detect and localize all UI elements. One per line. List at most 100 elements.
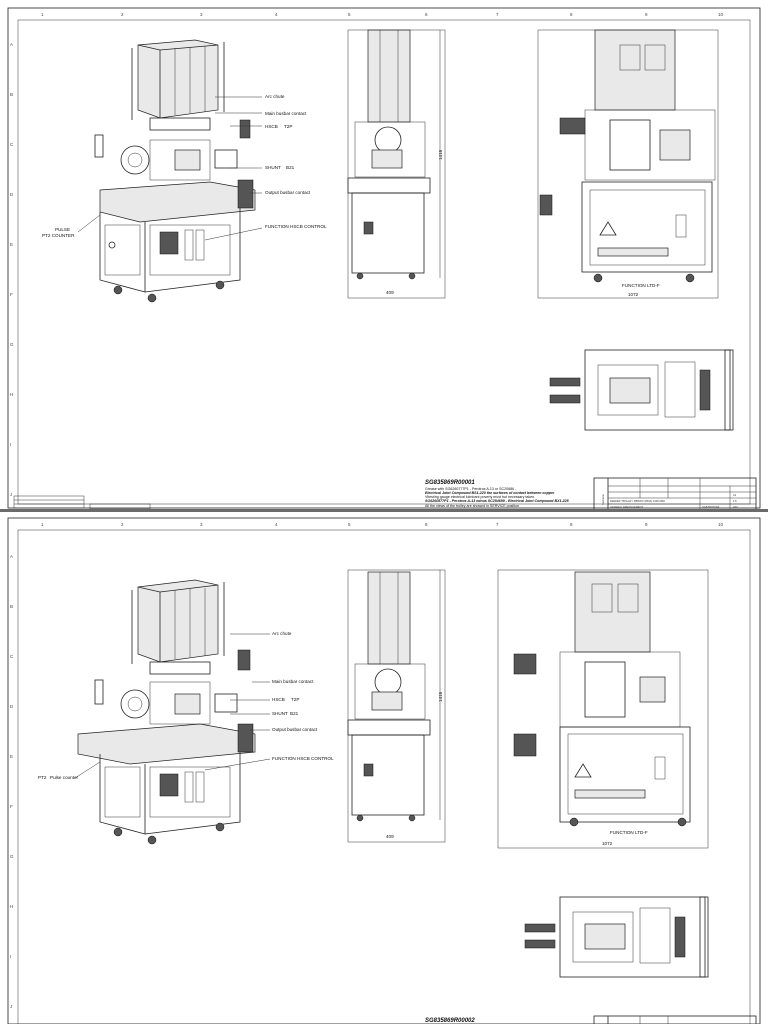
grid-row-j: J bbox=[10, 492, 12, 497]
note-3: Vitesting gauge electrical lubricant pov… bbox=[425, 495, 535, 499]
grid-col-5: 5 bbox=[348, 522, 351, 527]
grid-col-1: 1 bbox=[41, 12, 44, 17]
callouts: Arc chute Main busbar contact HSCB T2P S… bbox=[42, 94, 327, 241]
drawing-id: SG835869R00002 bbox=[425, 1018, 475, 1024]
grid-row-f: F bbox=[10, 292, 13, 297]
company-logo: Secheron bbox=[601, 493, 605, 505]
grid-col-4: 4 bbox=[275, 522, 278, 527]
grid-col-8: 8 bbox=[570, 522, 573, 527]
dim-width-side: 1072 bbox=[628, 292, 639, 297]
grid-col-4: 4 bbox=[275, 12, 278, 17]
scale: 1:5 bbox=[733, 499, 737, 503]
label-output-busbar: Output busbar contact bbox=[272, 727, 318, 732]
drawing-frame bbox=[7, 517, 761, 1024]
grid-col-3: 3 bbox=[200, 522, 203, 527]
grid-col-6: 6 bbox=[425, 12, 428, 17]
grid-rows-left: A B C D E F G H I J bbox=[10, 42, 14, 497]
grid-row-g: G bbox=[10, 342, 14, 347]
side-view: FUNCTION LTD-F 1072 bbox=[537, 29, 719, 299]
side-view: FUNCTION LTD-F 1072 bbox=[497, 569, 709, 849]
grid-col-10: 10 bbox=[718, 12, 724, 17]
dim-width-front: 409 bbox=[386, 834, 394, 839]
grid-col-5: 5 bbox=[348, 12, 351, 17]
title-line-1: FEEDER TROLLEY MBS/DC (800A) 1000 MINI bbox=[610, 499, 665, 503]
grid-row-b: B bbox=[10, 92, 13, 97]
callouts: Arc chute Main busbar contact HSCB T2P S… bbox=[38, 631, 334, 780]
label-function-ltd: FUNCTION LTD-F bbox=[610, 830, 648, 835]
grid-col-6: 6 bbox=[425, 522, 428, 527]
label-pt2-line1: PULSE bbox=[55, 227, 70, 232]
grid-row-e: E bbox=[10, 754, 13, 759]
grid-col-2: 2 bbox=[121, 522, 124, 527]
grid-columns-top: 1 2 3 4 5 6 7 8 9 10 bbox=[41, 12, 724, 17]
drawing-sheet-1: 1 2 3 4 5 6 7 8 9 10 A B C D E F G H I J bbox=[7, 7, 761, 511]
grid-col-2: 2 bbox=[121, 12, 124, 17]
isometric-view bbox=[94, 39, 256, 303]
grid-row-a: A bbox=[10, 42, 13, 47]
label-main-busbar: Main busbar contact bbox=[272, 679, 314, 684]
note-2: Electrical Joint Compound BS1-220 the su… bbox=[425, 491, 555, 495]
grid-row-c: C bbox=[10, 654, 14, 659]
sheet-divider bbox=[0, 509, 768, 514]
grid-row-i: I bbox=[10, 954, 11, 959]
grid-row-d: D bbox=[10, 192, 14, 197]
grid-col-7: 7 bbox=[496, 12, 499, 17]
dim-height: 1416 bbox=[438, 149, 443, 160]
grid-col-9: 9 bbox=[645, 522, 648, 527]
label-pt2-line2: PT2 COUNTER bbox=[42, 233, 75, 238]
grid-col-1: 1 bbox=[41, 522, 44, 527]
grid-row-h: H bbox=[10, 904, 13, 909]
grid-row-b: B bbox=[10, 604, 13, 609]
grid-row-a: A bbox=[10, 554, 13, 559]
legend-block bbox=[13, 495, 151, 510]
dim-width-side: 1072 bbox=[602, 841, 613, 846]
grid-rows-left: A B C D E F G H I J bbox=[10, 554, 14, 1009]
dim-width-front: 409 bbox=[386, 290, 394, 295]
label-hscb-code: T2P bbox=[284, 124, 292, 129]
label-shunt: SHUNT bbox=[272, 711, 288, 716]
label-arc-chute: Arc chute bbox=[265, 94, 285, 99]
grid-col-3: 3 bbox=[200, 12, 203, 17]
sheet-number: A03 bbox=[733, 505, 738, 509]
label-function-ltd: FUNCTION LTD-F bbox=[622, 283, 660, 288]
doc-number: SG835871DML bbox=[702, 505, 720, 509]
grid-row-d: D bbox=[10, 704, 14, 709]
grid-row-g: G bbox=[10, 854, 14, 859]
label-pt2-code: PT2 bbox=[38, 775, 47, 780]
drawing-id: SG835869R00001 bbox=[425, 480, 475, 486]
label-main-busbar: Main busbar contact bbox=[265, 111, 307, 116]
technical-drawing-1: 1 2 3 4 5 6 7 8 9 10 A B C D E F G H I J bbox=[7, 7, 761, 511]
drawing-inner-frame bbox=[17, 19, 751, 505]
dim-height: 1416 bbox=[438, 691, 443, 702]
grid-row-c: C bbox=[10, 142, 14, 147]
grid-col-9: 9 bbox=[645, 12, 648, 17]
label-hscb: HSCB bbox=[272, 697, 285, 702]
notes-block: SG835869R00001 Grease with SG6260777P1 -… bbox=[425, 480, 570, 508]
grid-row-h: H bbox=[10, 392, 13, 397]
front-view: 1416 409 bbox=[347, 29, 446, 299]
label-pt2-line1: Pulse counter bbox=[50, 775, 79, 780]
grid-col-8: 8 bbox=[570, 12, 573, 17]
title-line-2: GENERAL ARRANGEMENT bbox=[610, 505, 643, 509]
front-view: 1416 409 bbox=[347, 569, 446, 843]
note-5: All the views of the trolley are showed … bbox=[425, 504, 519, 508]
note-1: Grease with SG6260777P1 - Perotros A-13 … bbox=[425, 487, 517, 491]
note-4: SG6260577P1 - Perotros A-13 minus SC2546… bbox=[425, 499, 570, 503]
technical-drawing-2: 1 2 3 4 5 6 7 8 9 10 A B C D E F G H I J bbox=[7, 517, 761, 1024]
top-view bbox=[524, 896, 709, 978]
label-shunt-code: B21 bbox=[286, 165, 295, 170]
label-hscb: HSCB bbox=[265, 124, 278, 129]
grid-columns-top: 1 2 3 4 5 6 7 8 9 10 bbox=[41, 522, 724, 527]
label-shunt-code: B21 bbox=[290, 711, 299, 716]
title-block: Secheron FEEDER TROLLEY MBS/DC (800A) 10… bbox=[593, 477, 757, 511]
drawing-sheet-2: 1 2 3 4 5 6 7 8 9 10 A B C D E F G H I J bbox=[0, 512, 768, 1024]
label-output-busbar: Output busbar contact bbox=[265, 190, 311, 195]
label-shunt: SHUNT bbox=[265, 165, 281, 170]
grid-row-j: J bbox=[10, 1004, 12, 1009]
label-arc-chute: Arc chute bbox=[272, 631, 292, 636]
drawing-frame bbox=[7, 7, 761, 509]
label-function-hscb: FUNCTION HSCB CONTROL bbox=[272, 756, 334, 761]
grid-row-f: F bbox=[10, 804, 13, 809]
revision: A1 bbox=[733, 493, 737, 497]
drawing-inner-frame bbox=[17, 529, 751, 1024]
